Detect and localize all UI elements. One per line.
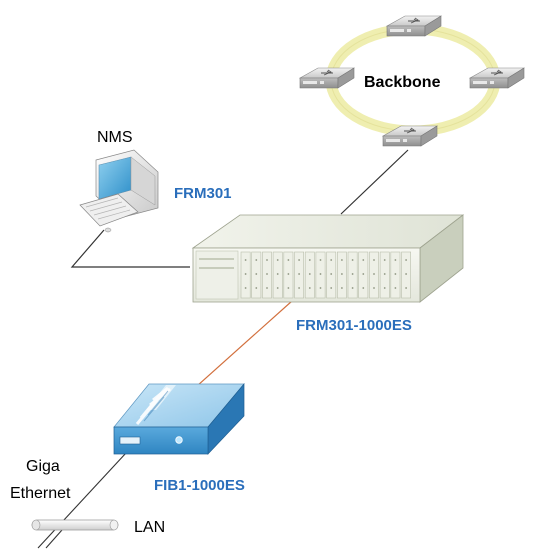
backbone-switch-right [469, 67, 525, 89]
slot-screw [266, 273, 268, 275]
backbone-label: Backbone [364, 74, 441, 91]
slot-screw [383, 259, 386, 261]
slot-screw [351, 273, 354, 275]
slot-screw [373, 273, 375, 275]
frm301-1000es-label: FRM301-1000ES [296, 317, 412, 334]
slot-screw [330, 287, 333, 289]
slot-screw [266, 287, 268, 289]
slot-screw [244, 287, 247, 289]
slot-screw [319, 259, 322, 261]
link-backbone-to-frm301 [340, 149, 409, 215]
slot-screw [308, 287, 311, 289]
line-card-slot [369, 251, 379, 299]
line-card-slot [358, 251, 369, 299]
slot-screw [255, 259, 258, 261]
slot-screw [319, 273, 322, 275]
nms-label: NMS [97, 129, 133, 146]
slot-screw [287, 259, 290, 261]
line-card-slot [401, 251, 411, 299]
card-slots [240, 251, 411, 299]
backbone-switch-left [299, 67, 355, 89]
ethernet-label: Ethernet [10, 485, 71, 502]
line-card-slot [390, 251, 401, 299]
nms-workstation [79, 149, 159, 233]
slot-screw [383, 287, 386, 289]
slot-screw [330, 273, 333, 275]
slot-screw [276, 273, 279, 275]
link-fib1-to-lan [37, 452, 127, 549]
lan-label: LAN [134, 519, 165, 536]
slot-screw [394, 287, 397, 289]
line-card-slot [379, 251, 390, 299]
line-card-slot [240, 251, 251, 299]
slot-screw [362, 259, 365, 261]
line-card-slot [272, 251, 283, 299]
giga-label: Giga [26, 458, 60, 475]
slot-screw [405, 259, 407, 261]
slot-screw [341, 287, 343, 289]
slot-screw [383, 273, 386, 275]
slot-screw [362, 273, 365, 275]
slot-screw [287, 287, 290, 289]
slot-screw [394, 259, 397, 261]
links [37, 149, 409, 549]
line-card-slot [336, 251, 347, 299]
slot-screw [298, 287, 300, 289]
slot-screw [255, 273, 258, 275]
slot-screw [373, 259, 375, 261]
slot-screw [362, 287, 365, 289]
link-lan-tail [45, 529, 63, 549]
slot-screw [298, 273, 300, 275]
slot-screw [405, 273, 407, 275]
slot-screw [330, 259, 333, 261]
line-card-slot [251, 251, 262, 299]
slot-screw [394, 273, 397, 275]
slot-screw [308, 273, 311, 275]
slot-screw [244, 259, 247, 261]
slot-screw [266, 259, 268, 261]
link-nms-to-frm301 [70, 229, 190, 268]
lan-cable [31, 519, 119, 531]
slot-screw [351, 259, 354, 261]
slot-screw [276, 259, 279, 261]
line-card-slot [262, 251, 272, 299]
slot-screw [308, 259, 311, 261]
slot-screw [351, 287, 354, 289]
fib1-1000es-label: FIB1-1000ES [154, 477, 245, 494]
line-card-slot [283, 251, 294, 299]
slot-screw [287, 273, 290, 275]
slot-screw [244, 273, 247, 275]
media-converter-icon [113, 383, 245, 455]
line-card-slot [304, 251, 315, 299]
slot-screw [341, 273, 343, 275]
slot-screw [276, 287, 279, 289]
line-card-slot [315, 251, 326, 299]
slot-screw [341, 259, 343, 261]
lan-cable-icon [31, 519, 119, 531]
frm301-chassis [191, 214, 465, 303]
slot-screw [319, 287, 322, 289]
slot-screw [405, 287, 407, 289]
line-card-slot [294, 251, 304, 299]
line-card-slot [347, 251, 358, 299]
fiber-link-frm301-to-fib1 [196, 300, 293, 387]
slot-screw [298, 259, 300, 261]
fib1-converter [113, 383, 245, 455]
line-card-slot [326, 251, 337, 299]
frm301-label: FRM301 [174, 185, 232, 202]
slot-screw [373, 287, 375, 289]
slot-screw [255, 287, 258, 289]
